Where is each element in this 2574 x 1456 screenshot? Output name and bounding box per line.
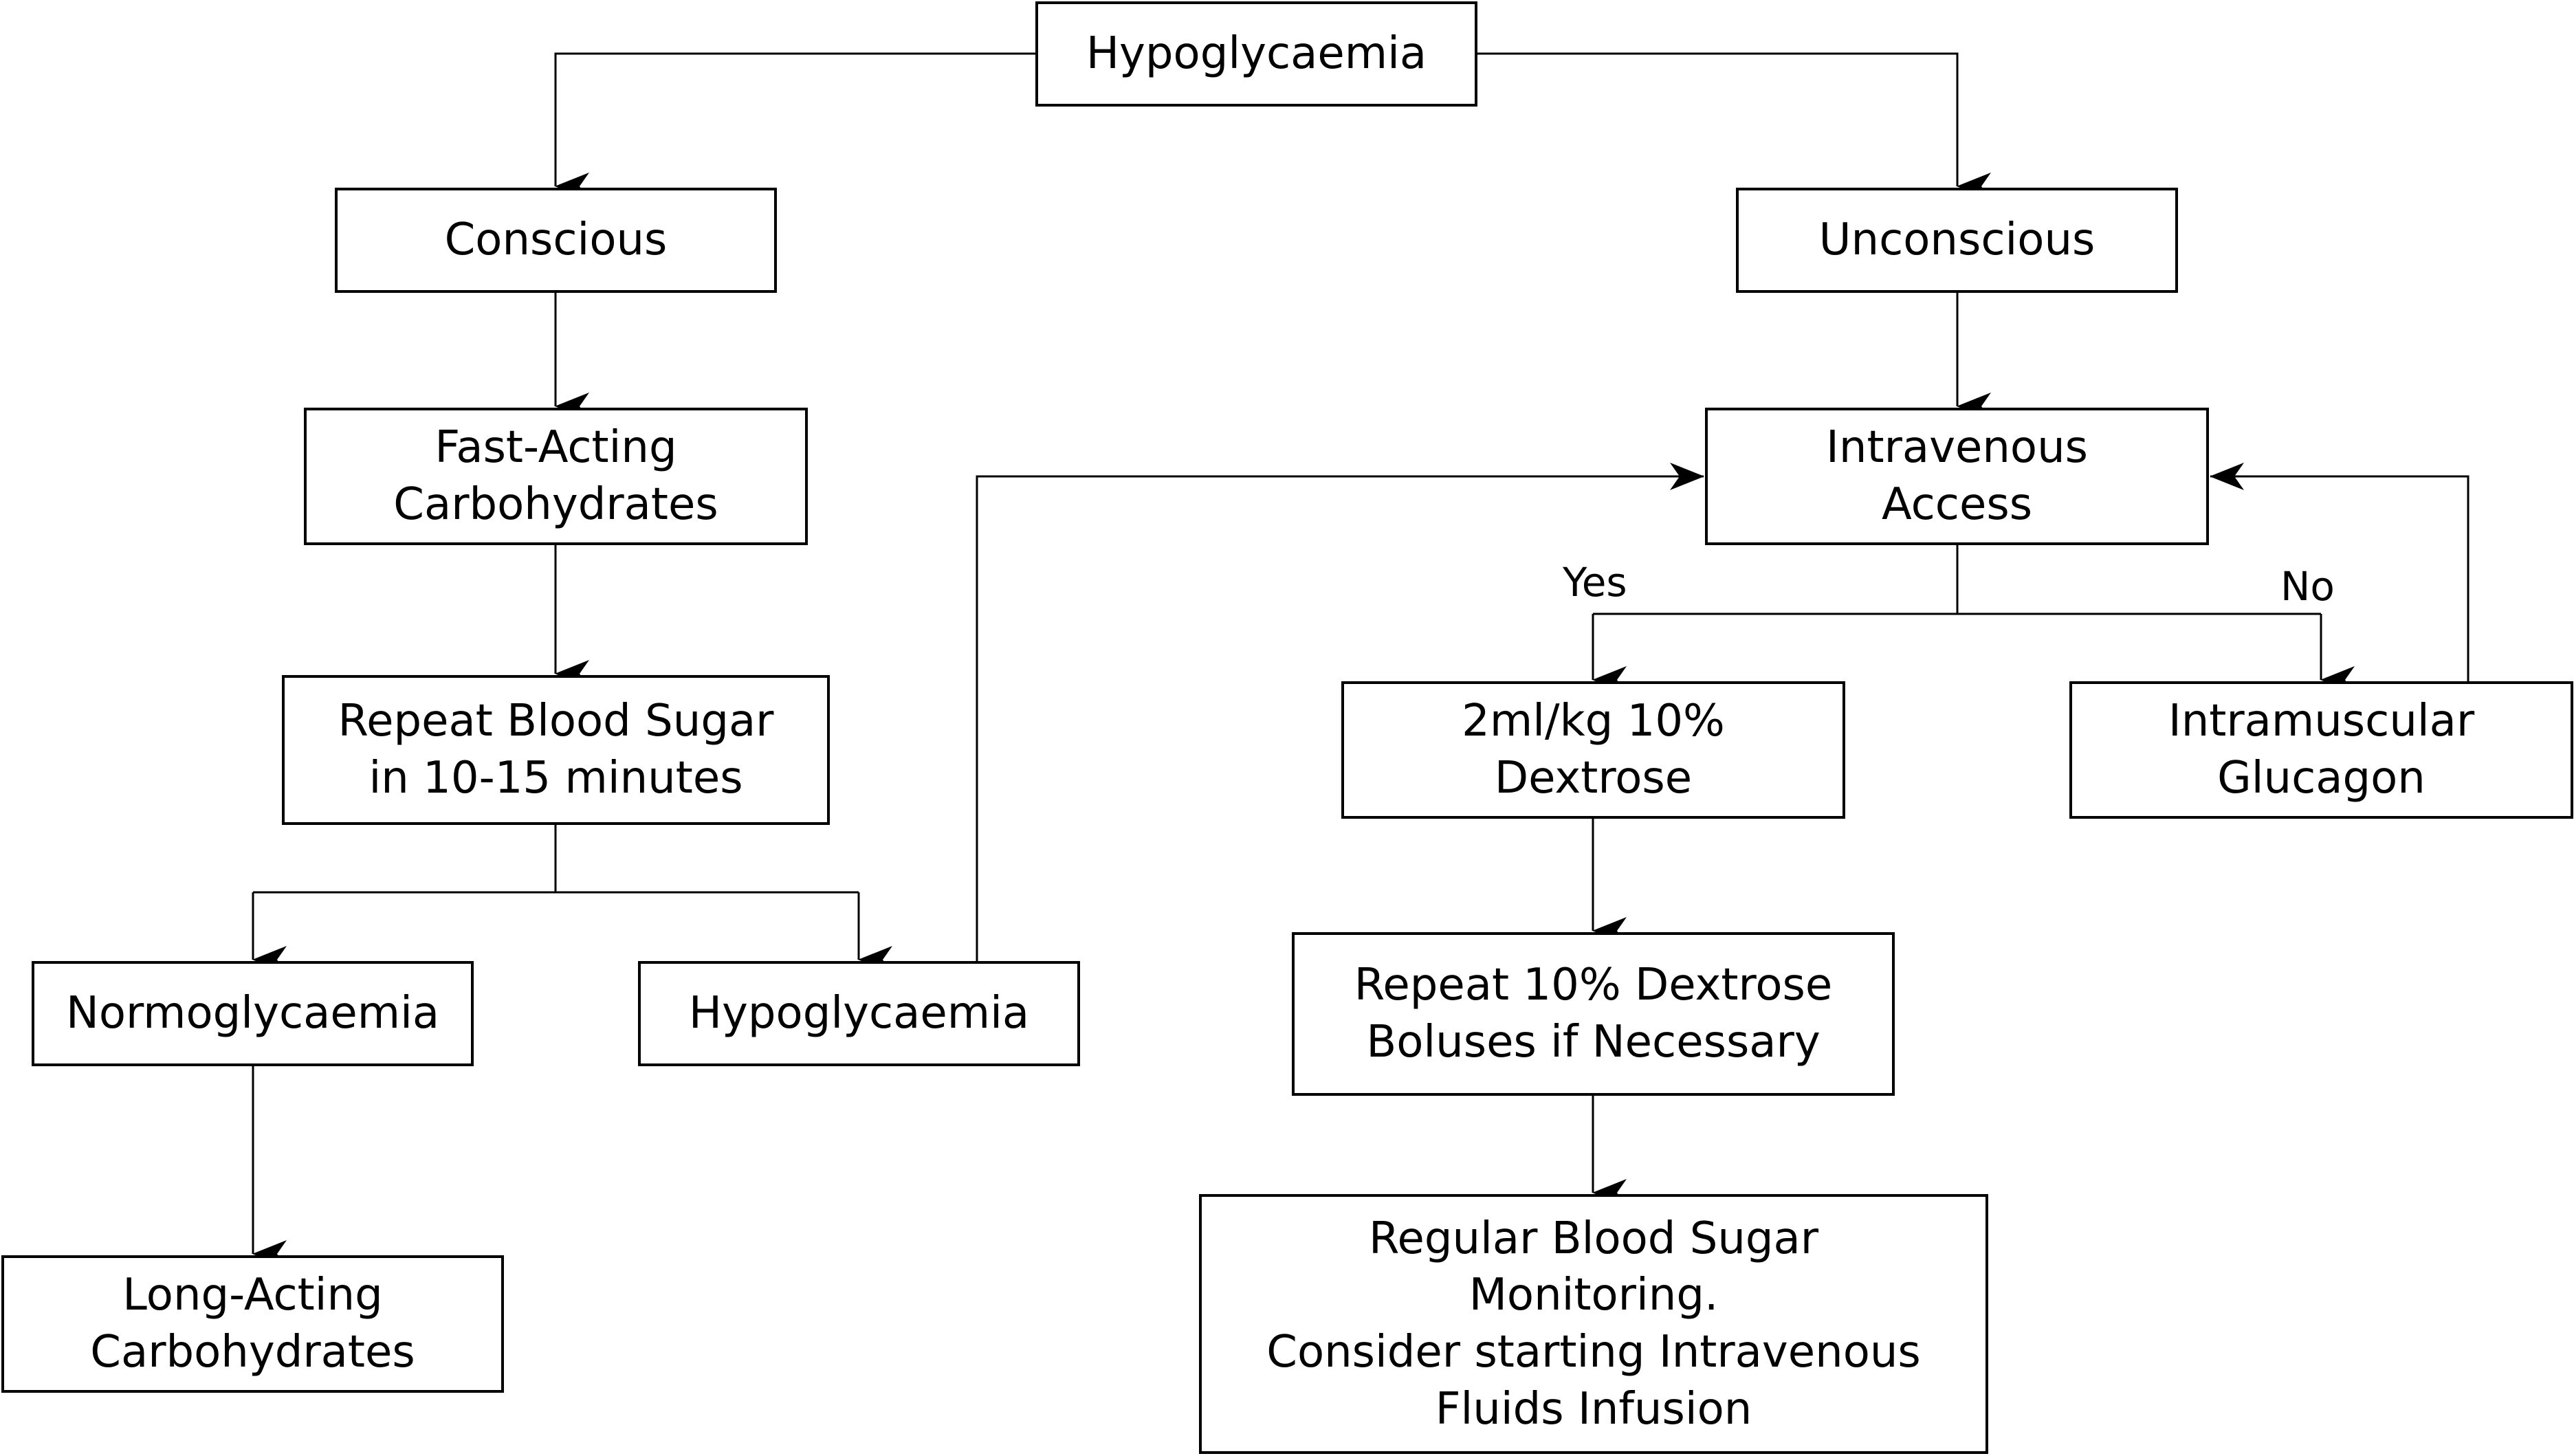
node-label: Long-Acting Carbohydrates: [90, 1270, 415, 1378]
connector-hypo-to-unconscious: [1477, 52, 1991, 200]
node-intravenous-access: Intravenous Access: [1705, 408, 2209, 545]
node-label: Repeat Blood Sugar in 10-15 minutes: [338, 696, 774, 804]
node-label: Unconscious: [1818, 214, 2096, 266]
node-label: Intravenous Access: [1826, 422, 2088, 530]
node-hypoglycaemia-repeat: Hypoglycaemia: [638, 961, 1080, 1066]
node-label: Normoglycaemia: [65, 988, 440, 1039]
edge-label-no: No: [2280, 563, 2335, 610]
node-label: Repeat 10% Dextrose Boluses if Necessary: [1354, 960, 1833, 1068]
node-label: Fast-Acting Carbohydrates: [393, 422, 718, 530]
node-conscious: Conscious: [335, 188, 777, 293]
node-label: 2ml/kg 10% Dextrose: [1462, 696, 1725, 804]
node-blood-sugar-monitoring: Regular Blood Sugar Monitoring. Consider…: [1199, 1194, 1988, 1454]
connector-hypo-to-conscious: [554, 52, 1035, 200]
connector-glucagon-to-iv: [2210, 463, 2470, 681]
node-label: Conscious: [444, 214, 668, 266]
node-fast-acting-carbohydrates: Fast-Acting Carbohydrates: [304, 408, 808, 545]
node-label: Regular Blood Sugar Monitoring. Consider…: [1266, 1213, 1921, 1435]
node-hypoglycaemia-top: Hypoglycaemia: [1035, 1, 1477, 107]
node-dextrose-bolus: 2ml/kg 10% Dextrose: [1341, 681, 1845, 819]
node-repeat-dextrose-boluses: Repeat 10% Dextrose Boluses if Necessary: [1292, 932, 1895, 1096]
connector-hypo-repeat-to-iv: [976, 463, 1704, 961]
edge-label-yes: Yes: [1563, 559, 1627, 606]
node-label: Intramuscular Glucagon: [2168, 696, 2475, 804]
node-label: Hypoglycaemia: [688, 988, 1030, 1039]
node-repeat-blood-sugar: Repeat Blood Sugar in 10-15 minutes: [282, 675, 830, 825]
node-long-acting-carbohydrates: Long-Acting Carbohydrates: [1, 1255, 504, 1393]
node-label: Hypoglycaemia: [1086, 28, 1427, 80]
node-intramuscular-glucagon: Intramuscular Glucagon: [2069, 681, 2573, 819]
node-normoglycaemia: Normoglycaemia: [32, 961, 474, 1066]
node-unconscious: Unconscious: [1736, 188, 2178, 293]
